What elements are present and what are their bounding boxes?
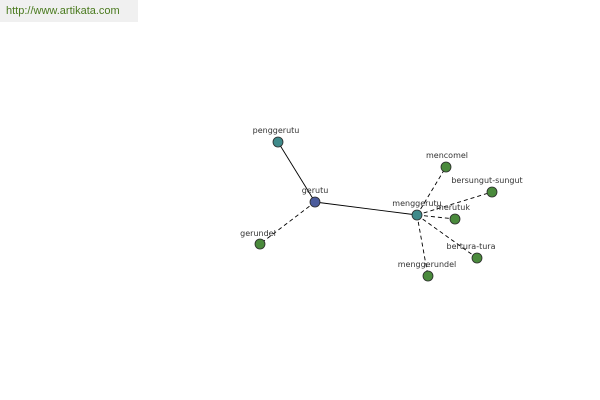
node-bertura-tura[interactable]: [471, 252, 483, 264]
node-penggerutu[interactable]: [272, 136, 284, 148]
node-menggerundel[interactable]: [422, 270, 434, 282]
node-gerundel[interactable]: [254, 238, 266, 250]
node-menggerutu[interactable]: [411, 209, 423, 221]
source-url[interactable]: http://www.artikata.com: [0, 0, 138, 22]
node-label-menggerundel[interactable]: menggerundel: [398, 260, 457, 269]
edge-menggerutu-bertura-tura: [416, 214, 478, 259]
node-label-gerutu[interactable]: gerutu: [302, 186, 329, 195]
nodes-layer: [254, 136, 498, 282]
edge-gerutu-menggerutu: [314, 201, 418, 216]
node-label-gerundel[interactable]: gerundel: [240, 229, 276, 238]
node-label-bertura-tura[interactable]: bertura-tura: [447, 242, 496, 251]
node-label-menggerutu[interactable]: menggerutu: [392, 199, 441, 208]
edge-menggerutu-mencomel: [416, 166, 447, 216]
edge-menggerutu-menggerundel: [416, 214, 429, 277]
edge-gerutu-gerundel: [259, 201, 316, 245]
edge-menggerutu-merutuk: [416, 214, 456, 220]
node-label-bersungut-sungut[interactable]: bersungut-sungut: [451, 176, 522, 185]
node-bersungut-sungut[interactable]: [486, 186, 498, 198]
node-label-merutuk[interactable]: merutuk: [436, 203, 470, 212]
node-gerutu[interactable]: [309, 196, 321, 208]
edge-menggerutu-bersungut-sungut: [416, 191, 493, 216]
node-merutuk[interactable]: [449, 213, 461, 225]
node-label-mencomel[interactable]: mencomel: [426, 151, 468, 160]
node-label-penggerutu[interactable]: penggerutu: [253, 126, 300, 135]
labels-layer: gerutu penggerutu menggerutu gerundel mencom…: [240, 126, 523, 269]
edge-gerutu-penggerutu: [277, 141, 316, 203]
edges-layer: [259, 141, 493, 277]
node-mencomel[interactable]: [440, 161, 452, 173]
